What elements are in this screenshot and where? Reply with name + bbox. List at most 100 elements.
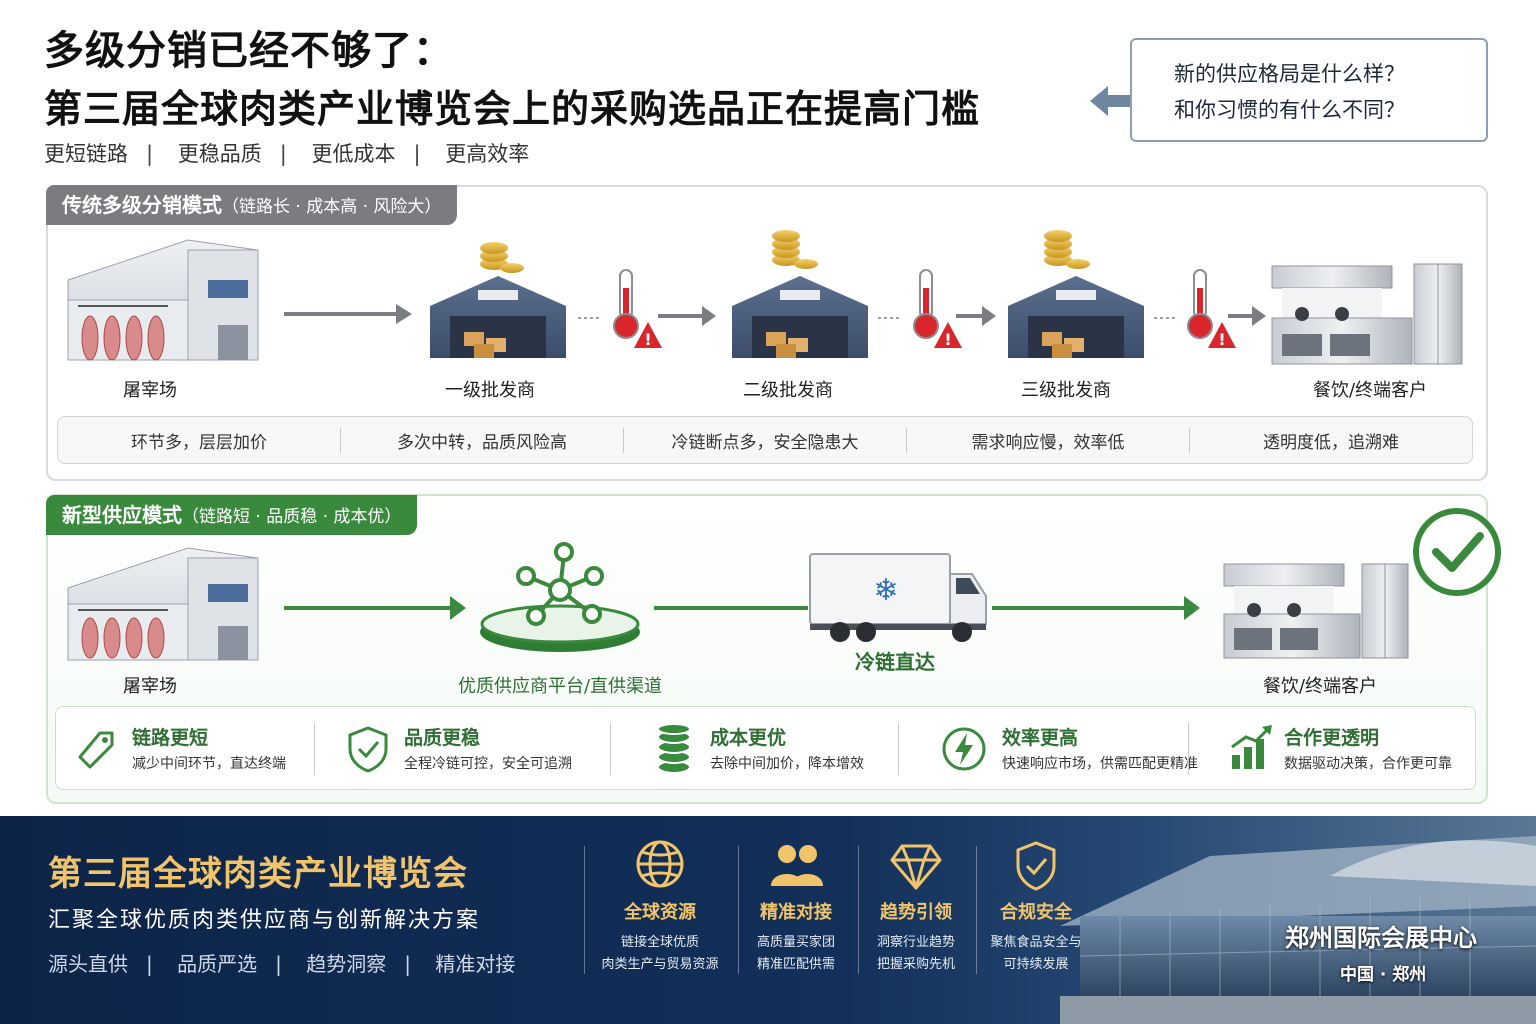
tag-icon (78, 731, 114, 769)
slaughterhouse-icon (67, 547, 259, 661)
header-tag: 更低成本 (311, 142, 396, 166)
traditional-tag-note: （链路长 · 成本高 · 风险大） (222, 197, 442, 217)
refrigerated-truck-icon: ❄ (809, 553, 987, 642)
footer-feature-line: 链接全球优质 (620, 935, 699, 950)
node-label: 一级批发商 (445, 380, 535, 401)
shield-check-icon (1016, 841, 1056, 891)
benefit-title: 成本更优 (710, 727, 787, 749)
benefits-bar: 链路更短 减少中间环节，直达终端 品质更稳 全程冷链可控，安全可追溯 成本更优 … (55, 706, 1476, 790)
node-label: 屠宰场 (123, 380, 177, 401)
footer-subtitle: 汇聚全球优质肉类供应商与创新解决方案 (48, 908, 481, 933)
node-label: 餐饮/终端客户 (1312, 380, 1428, 401)
svg-text:❄: ❄ (873, 573, 898, 608)
exhibition-center-image (1060, 836, 1536, 1024)
benefit-desc: 快速响应市场，供需匹配更精准 (1002, 756, 1198, 772)
warehouse-3-icon (1008, 276, 1144, 358)
people-icon (771, 845, 823, 886)
coins-icon (772, 230, 818, 269)
benefit-item: 成本更优 去除中间加价，降本增效 (636, 707, 896, 791)
header-tags: 更短链路| 更稳品质| 更低成本| 更高效率 (44, 142, 530, 166)
question-line-2: 和你习惯的有什么不同？ (1174, 98, 1405, 122)
footer-feature: 合规安全 聚焦食品安全与 可持续发展 (966, 836, 1106, 976)
footer-feature-title: 全球资源 (624, 902, 696, 923)
footer-tag: 趋势洞察 (306, 952, 387, 976)
footer-feature-line: 精准匹配供需 (756, 957, 835, 972)
thermometer-alert-icon: ! (1187, 269, 1236, 349)
venue-name: 郑州国际会展中心 (1285, 924, 1477, 952)
node-label: 餐饮/终端客户 (1262, 676, 1378, 697)
footer-feature-title: 合规安全 (1000, 902, 1072, 923)
benefit-title: 效率更高 (1002, 727, 1079, 749)
question-box: 新的供应格局是什么样？ 和你习惯的有什么不同？ (1130, 38, 1488, 142)
flow-arrows (284, 596, 1200, 620)
footer-feature: 精准对接 高质量买家团 精准匹配供需 (726, 836, 866, 976)
traditional-tag-title: 传统多级分销模式 (62, 193, 222, 217)
lightning-icon (942, 727, 986, 771)
benefit-desc: 去除中间加价，降本增效 (710, 756, 864, 772)
footer-feature-line: 高质量买家团 (756, 935, 835, 950)
footer-feature-title: 趋势引领 (880, 902, 952, 923)
header-tag: 更短链路 (44, 142, 128, 166)
benefit-title: 链路更短 (132, 727, 209, 749)
diamond-icon (890, 844, 942, 890)
benefit-desc: 减少中间环节，直达终端 (132, 756, 286, 772)
header-tag: 更高效率 (445, 142, 530, 166)
modern-tag-note: （链路短 · 品质稳 · 成本优） (182, 507, 402, 527)
coins-icon (1044, 230, 1090, 269)
benefit-desc: 全程冷链可控，安全可追溯 (404, 756, 572, 772)
footer-feature-title: 精准对接 (760, 902, 832, 923)
node-label: 屠宰场 (123, 676, 177, 697)
footer-feature: 全球资源 链接全球优质 肉类生产与贸易资源 (590, 836, 730, 976)
footer-feature: 趋势引领 洞察行业趋势 把握采购先机 (846, 836, 986, 976)
title-line-1: 多级分销已经不够了： (44, 28, 454, 74)
modern-tag: 新型供应模式（链路短 · 品质稳 · 成本优） (46, 495, 418, 535)
footer-tags: 源头直供| 品质严选| 趋势洞察| 精准对接 (48, 952, 516, 976)
footer-feature-line: 聚焦食品安全与 (990, 935, 1082, 950)
title-line-2: 第三届全球肉类产业博览会上的采购选品正在提高门槛 (44, 87, 981, 131)
coins-icon (657, 723, 691, 774)
problem-item: 环节多，层层加价 (58, 427, 341, 453)
coins-icon (480, 242, 524, 273)
traditional-tag: 传统多级分销模式（链路长 · 成本高 · 风险大） (46, 185, 458, 225)
footer-title: 第三届全球肉类产业博览会 (48, 854, 468, 894)
benefit-title: 合作更透明 (1284, 727, 1380, 749)
warehouse-2-icon (732, 276, 868, 358)
footer-tag: 源头直供 (48, 952, 128, 976)
question-line-1: 新的供应格局是什么样？ (1174, 62, 1405, 86)
svg-text:!: ! (644, 330, 651, 349)
footer-feature-line: 可持续发展 (1003, 957, 1069, 972)
network-platform-icon (480, 542, 640, 652)
benefit-item: 效率更高 快速响应市场，供需匹配更精准 (926, 707, 1198, 791)
slaughterhouse-icon (67, 239, 259, 361)
node-label: 冷链直达 (855, 650, 935, 674)
shield-check-icon (348, 726, 388, 773)
thermometer-alert-icon: ! (913, 269, 962, 349)
problem-item: 透明度低，追溯难 (1263, 432, 1399, 453)
footer-feature-line: 洞察行业趋势 (876, 935, 955, 950)
checkmark-circle-icon (1413, 508, 1501, 596)
kitchen-icon (1223, 563, 1409, 659)
footer-feature-line: 肉类生产与贸易资源 (601, 957, 719, 972)
venue-location: 中国 · 郑州 (1340, 965, 1427, 985)
node-label: 三级批发商 (1021, 380, 1111, 401)
thermometer-alert-icon: ! (613, 269, 662, 349)
benefit-title: 品质更稳 (404, 727, 481, 749)
modern-tag-title: 新型供应模式 (62, 503, 182, 527)
svg-text:!: ! (1218, 330, 1225, 349)
node-label: 优质供应商平台/直供渠道 (457, 676, 663, 697)
globe-icon (636, 840, 684, 888)
problem-item: 多次中转，品质风险高 (341, 427, 624, 453)
problems-bar: 环节多，层层加价 多次中转，品质风险高 冷链断点多，安全隐患大 需求响应慢，效率… (57, 416, 1473, 464)
benefit-item: 链路更短 减少中间环节，直达终端 (56, 707, 314, 791)
benefit-item: 合作更透明 数据驱动决策，合作更可靠 (1216, 707, 1476, 791)
node-label: 二级批发商 (743, 380, 833, 401)
growth-chart-icon (1231, 725, 1272, 769)
footer-tag: 精准对接 (435, 952, 516, 976)
arrow-left-icon (1090, 86, 1134, 116)
problem-item: 冷链断点多，安全隐患大 (624, 427, 907, 453)
warehouse-1-icon (430, 276, 566, 358)
kitchen-icon (1271, 263, 1463, 365)
benefit-desc: 数据驱动决策，合作更可靠 (1284, 756, 1452, 772)
footer-feature-line: 把握采购先机 (876, 957, 955, 972)
